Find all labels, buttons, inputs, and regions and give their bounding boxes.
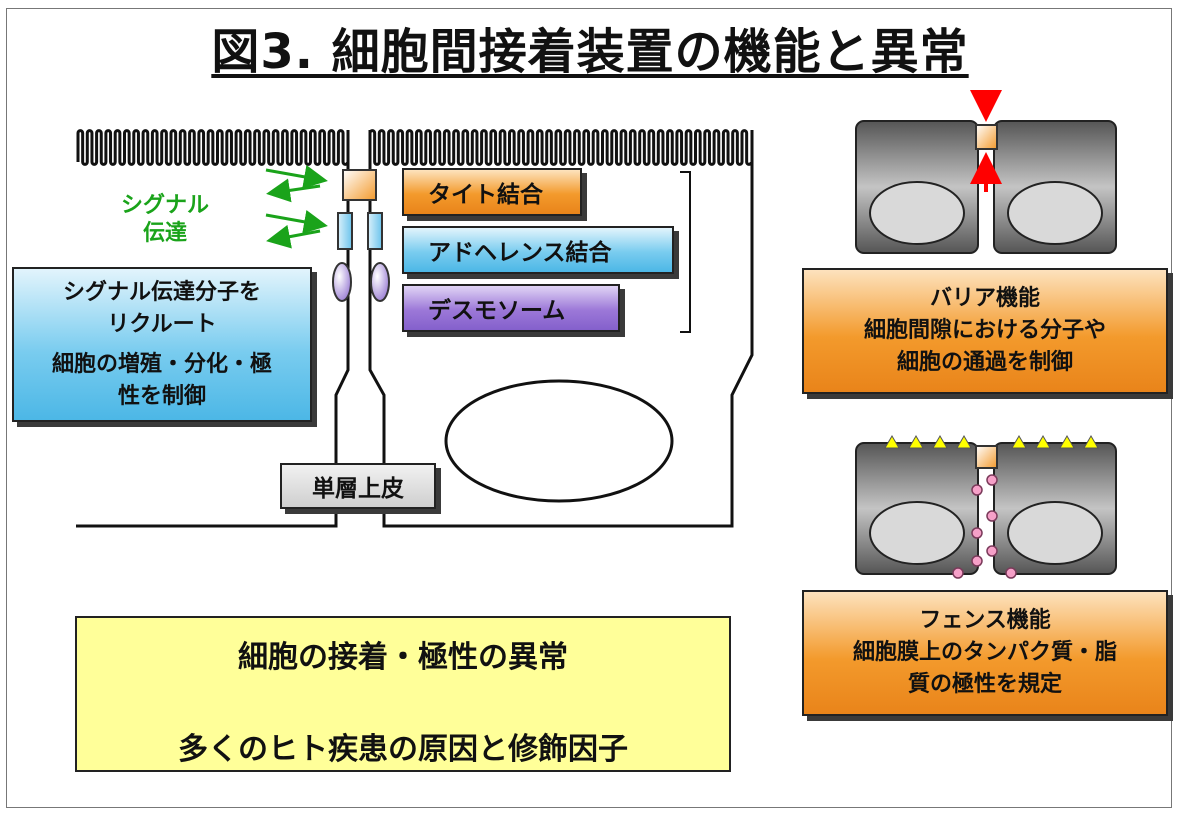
- fence-nucleus-left: [869, 501, 965, 565]
- signal-arrow: [265, 210, 328, 234]
- fence-line1: 細胞膜上のタンパク質・脂: [852, 640, 1117, 665]
- recruit-line2: リクルート: [107, 311, 217, 337]
- barrier-illustration: [855, 90, 1117, 254]
- basolateral-dot: [952, 567, 964, 579]
- title-text: 図3. 細胞間接着装置の機能と異常: [211, 24, 969, 80]
- apical-triangle: [1059, 435, 1075, 449]
- apical-triangle: [1035, 435, 1051, 449]
- adherens-junction-marker-right: [367, 212, 383, 250]
- disease-line1: 細胞の接着・極性の異常: [238, 640, 568, 675]
- basolateral-protein-markers: [952, 474, 1017, 579]
- tight-junction-marker: [342, 169, 377, 201]
- signal-label-line2: 伝達: [142, 221, 187, 246]
- epithelium-cell-right: [368, 129, 754, 528]
- basolateral-dot: [986, 474, 998, 486]
- desmosome-marker-left: [332, 262, 352, 302]
- nucleus: [444, 379, 674, 503]
- barrier-function-box: バリア機能 細胞間隙における分子や 細胞の通過を制御: [802, 268, 1168, 394]
- barrier-title: バリア機能: [929, 286, 1040, 311]
- fence-nucleus-right: [1007, 501, 1103, 565]
- barrier-line1: 細胞間隙における分子や: [863, 318, 1106, 343]
- adherens-junction-text: アドヘレンス結合: [428, 240, 612, 266]
- desmosome-marker-right: [370, 262, 390, 302]
- simple-epithelium-label: 単層上皮: [280, 463, 436, 509]
- signal-arrow: [266, 224, 321, 249]
- fence-title: フェンス機能: [919, 608, 1051, 633]
- apical-protein-markers: [884, 435, 1099, 449]
- fence-function-box: フェンス機能 細胞膜上のタンパク質・脂 質の極性を規定: [802, 590, 1168, 716]
- basolateral-dot: [1005, 567, 1017, 579]
- disease-line2: 多くのヒト疾患の原因と修飾因子: [178, 732, 628, 767]
- basolateral-dot: [971, 484, 983, 496]
- disease-box: 細胞の接着・極性の異常 多くのヒト疾患の原因と修飾因子: [75, 616, 731, 772]
- desmosome-label: デスモソーム: [402, 284, 620, 332]
- apical-triangle: [884, 435, 900, 449]
- tight-junction-label: タイト結合: [402, 168, 582, 216]
- signal-arrow: [265, 165, 328, 189]
- signal-recruit-box: シグナル伝達分子を リクルート 細胞の増殖・分化・極 性を制御: [12, 267, 312, 422]
- adherens-junction-marker-left: [337, 212, 353, 250]
- apical-triangle: [1083, 435, 1099, 449]
- fence-line2: 質の極性を規定: [907, 672, 1062, 697]
- fence-tight-junction: [975, 445, 998, 469]
- signal-label: シグナル 伝達: [100, 192, 230, 248]
- apical-triangle: [1011, 435, 1027, 449]
- barrier-nucleus-left: [869, 181, 965, 245]
- adherens-junction-label: アドヘレンス結合: [402, 226, 674, 274]
- recruit-line1: シグナル伝達分子を: [62, 279, 261, 305]
- basolateral-dot: [971, 555, 983, 567]
- page-title: 図3. 細胞間接着装置の機能と異常: [0, 12, 1180, 82]
- basolateral-dot: [986, 510, 998, 522]
- signal-arrow: [266, 178, 321, 203]
- basolateral-dot: [986, 545, 998, 557]
- desmosome-text: デスモソーム: [428, 298, 566, 324]
- signal-arrows: [265, 165, 328, 249]
- barrier-line2: 細胞の通過を制御: [896, 350, 1073, 375]
- tight-junction-text: タイト結合: [428, 182, 543, 208]
- fence-illustration: [855, 435, 1117, 579]
- basolateral-dot: [971, 527, 983, 539]
- barrier-tight-junction: [975, 124, 998, 150]
- recruit-line4: 性を制御: [117, 383, 206, 409]
- apical-triangle: [956, 435, 972, 449]
- barrier-nucleus-right: [1007, 181, 1103, 245]
- slide-frame: [6, 8, 1172, 808]
- apical-triangle: [908, 435, 924, 449]
- recruit-line3: 細胞の増殖・分化・極: [51, 351, 272, 377]
- junction-bracket: [680, 171, 691, 333]
- apical-triangle: [932, 435, 948, 449]
- simple-epithelium-text: 単層上皮: [312, 476, 404, 502]
- signal-label-line1: シグナル: [120, 193, 209, 218]
